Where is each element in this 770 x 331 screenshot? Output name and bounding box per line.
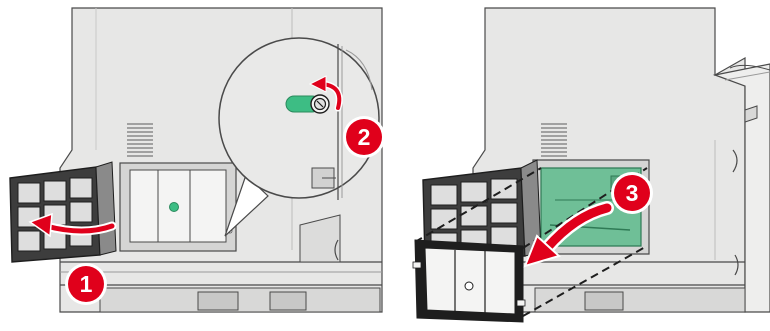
step-2-label: 2	[358, 124, 371, 150]
right-panel: 3	[385, 0, 770, 331]
step-badge-1: 1	[65, 263, 107, 305]
step-3-label: 3	[626, 180, 639, 206]
step-1-label: 1	[80, 271, 93, 297]
metal-shield-plate	[413, 240, 525, 322]
left-panel: 1 2	[0, 0, 385, 331]
step-badge-3: 3	[611, 172, 653, 214]
thumbscrew-icon	[286, 95, 329, 113]
step-badge-2: 2	[343, 116, 385, 158]
board-access-cover-icon	[10, 162, 116, 262]
right-panel-illustration: 3	[385, 0, 770, 331]
left-panel-illustration: 1 2	[0, 0, 385, 331]
system-board-area	[120, 163, 236, 251]
